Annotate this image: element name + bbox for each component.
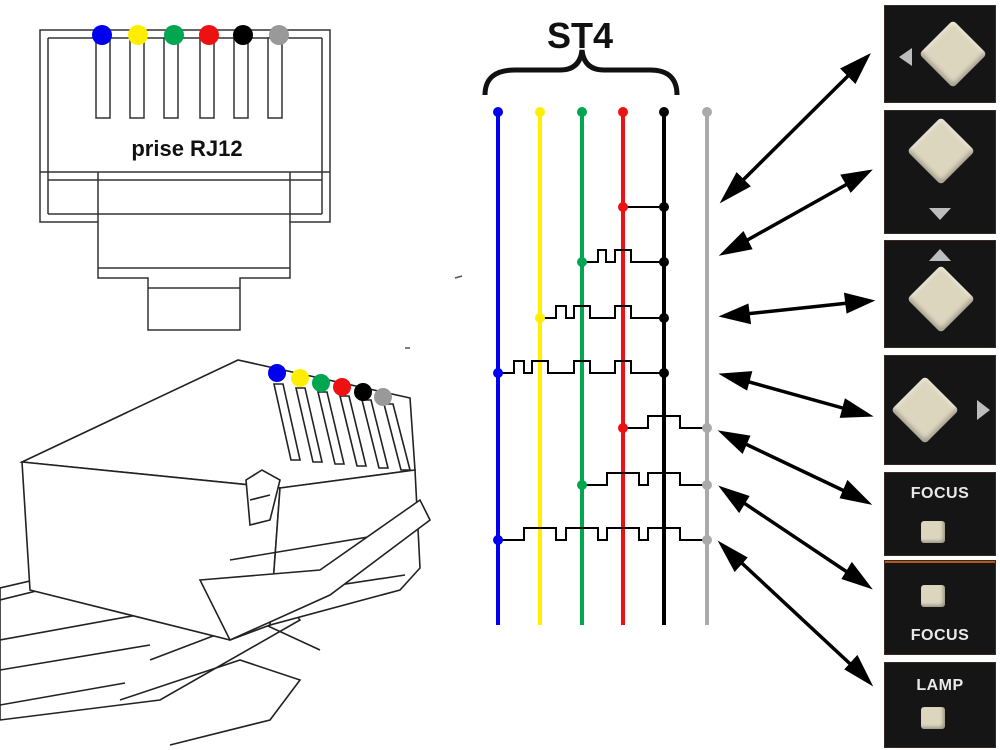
pin-dot-red [199, 25, 219, 45]
rj12-front-view [39, 29, 331, 331]
right-arrow-icon [977, 400, 990, 420]
focus-panel-2: FOCUS [884, 560, 996, 655]
lamp-button[interactable] [921, 707, 945, 729]
left-arrow-icon [899, 48, 912, 66]
st4-brace [482, 49, 680, 96]
rj12-label: prise RJ12 [131, 136, 242, 161]
lamp-panel: LAMP [884, 662, 996, 748]
left-diamond-panel [884, 5, 996, 103]
pin-dot-yellow [291, 369, 309, 387]
pin-dot-red [333, 378, 351, 396]
pin-dot-blue [92, 25, 112, 45]
focus-label-2: FOCUS [910, 627, 970, 644]
arrow-2 [718, 169, 873, 256]
pin-dot-gray [269, 25, 289, 45]
rj12-perspective-pin-dots [268, 364, 392, 406]
focus-panel-1: FOCUS [884, 472, 996, 556]
right-diamond-panel [884, 355, 996, 465]
pin-dot-green [312, 374, 330, 392]
rj12-perspective-view [0, 359, 432, 746]
st4-junction-dots [493, 202, 712, 545]
rj12-front-pin-dots [92, 25, 289, 45]
right-diamond-button[interactable] [891, 376, 959, 444]
pin-dot-gray [374, 388, 392, 406]
st4-wires [496, 112, 709, 625]
pin-dot-blue [268, 364, 286, 382]
st4-jumpers [498, 206, 707, 541]
up-diamond-button[interactable] [907, 265, 975, 333]
up-arrow-icon [929, 249, 951, 261]
down-diamond-button[interactable] [907, 117, 975, 185]
arrow-1 [719, 53, 871, 204]
down-diamond-panel [884, 110, 996, 234]
focus-button-2[interactable] [921, 585, 945, 607]
st4-top-dots [493, 107, 712, 117]
pin-dot-black [233, 25, 253, 45]
focus-button-1[interactable] [921, 521, 945, 543]
arrow-4 [718, 371, 874, 418]
arrow-6 [718, 485, 873, 590]
double-arrows [717, 53, 876, 687]
rj12-perspective-slots [273, 383, 412, 471]
st4-title: ST4 [547, 15, 613, 56]
focus-label-1: FOCUS [910, 485, 970, 502]
lamp-label: LAMP [916, 677, 964, 694]
pin-dot-black [354, 383, 372, 401]
left-diamond-button[interactable] [919, 20, 987, 88]
pin-dot-green [164, 25, 184, 45]
arrow-7 [717, 540, 874, 687]
pin-dot-yellow [128, 25, 148, 45]
arrow-5 [717, 430, 873, 505]
arrow-3 [718, 292, 876, 325]
down-arrow-icon [929, 208, 951, 220]
up-diamond-panel [884, 240, 996, 348]
